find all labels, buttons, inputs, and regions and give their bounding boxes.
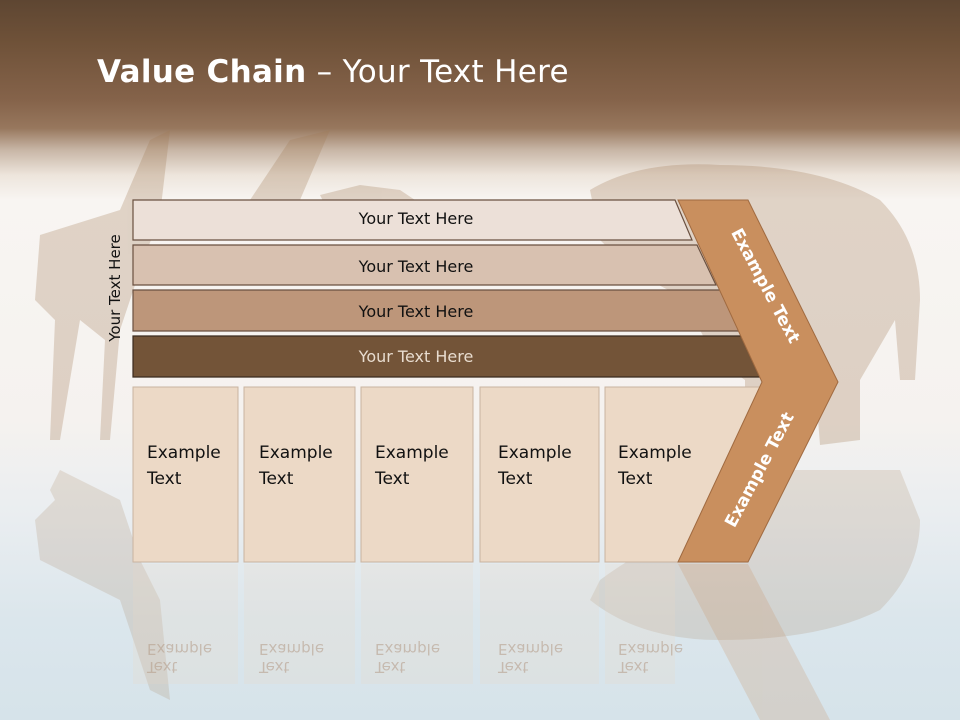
activity-box-1 <box>132 386 239 563</box>
box-label-1-line2: Text <box>147 469 182 489</box>
row-bar-2 <box>132 244 717 286</box>
activity-box-reflection-3 <box>361 564 473 684</box>
slide-title-bold: Value Chain <box>97 54 307 90</box>
box-reflection-label-3-line1: Example <box>375 640 441 658</box>
box-reflection-label-3-line2: Text <box>375 658 406 676</box>
box-reflection-label-4-line2: Text <box>498 658 529 676</box>
activity-box-reflection-1 <box>133 564 238 684</box>
box-label-4-line2: Text <box>498 469 533 489</box>
box-reflection-label-5-line2: Text <box>618 658 649 676</box>
row-bar-1 <box>132 199 693 241</box>
activity-box-3 <box>360 386 474 563</box>
box-reflection-label-4-line1: Example <box>498 640 564 658</box>
box-reflection-label-1-line2: Text <box>147 658 178 676</box>
activity-box-4 <box>479 386 600 563</box>
box-reflection-label-5: Text Example <box>618 640 683 676</box>
box-label-3: Example Text <box>375 440 475 492</box>
box-reflection-label-2-line2: Text <box>259 658 290 676</box>
row-label-3: Your Text Here <box>358 302 474 321</box>
box-reflection-label-2: Text Example <box>259 640 324 676</box>
box-label-5: Example Text <box>618 440 718 492</box>
box-label-5-line2: Text <box>618 469 653 489</box>
box-reflection-label-3: Text Example <box>375 640 440 676</box>
box-label-2-line2: Text <box>259 469 294 489</box>
row-label-1: Your Text Here <box>358 209 474 228</box>
box-label-1-line1: Example <box>147 443 221 463</box>
box-label-5-line1: Example <box>618 443 692 463</box>
box-label-3-line2: Text <box>375 469 410 489</box>
row-label-4: Your Text Here <box>358 347 474 366</box>
box-reflection-label-4: Text Example <box>498 640 563 676</box>
slide-title-rest: – Your Text Here <box>306 54 569 90</box>
box-reflection-label-1-line1: Example <box>147 640 213 658</box>
box-label-4-line1: Example <box>498 443 572 463</box>
box-reflection-label-1: Text Example <box>147 640 212 676</box>
activity-box-reflection-4 <box>480 564 599 684</box>
box-label-2: Example Text <box>259 440 359 492</box>
box-label-3-line1: Example <box>375 443 449 463</box>
value-chevron <box>677 199 839 563</box>
box-label-1: Example Text <box>147 440 247 492</box>
row-label-2: Your Text Here <box>358 257 474 276</box>
slide-title: Value Chain – Your Text Here <box>97 54 569 90</box>
box-label-4: Example Text <box>498 440 598 492</box>
box-label-2-line1: Example <box>259 443 333 463</box>
chevron-reflection <box>678 564 830 720</box>
activity-box-reflection-2 <box>244 564 355 684</box>
box-reflection-label-5-line1: Example <box>618 640 684 658</box>
activity-box-reflection-5 <box>605 564 675 684</box>
box-reflection-label-2-line1: Example <box>259 640 325 658</box>
activity-box-2 <box>243 386 356 563</box>
